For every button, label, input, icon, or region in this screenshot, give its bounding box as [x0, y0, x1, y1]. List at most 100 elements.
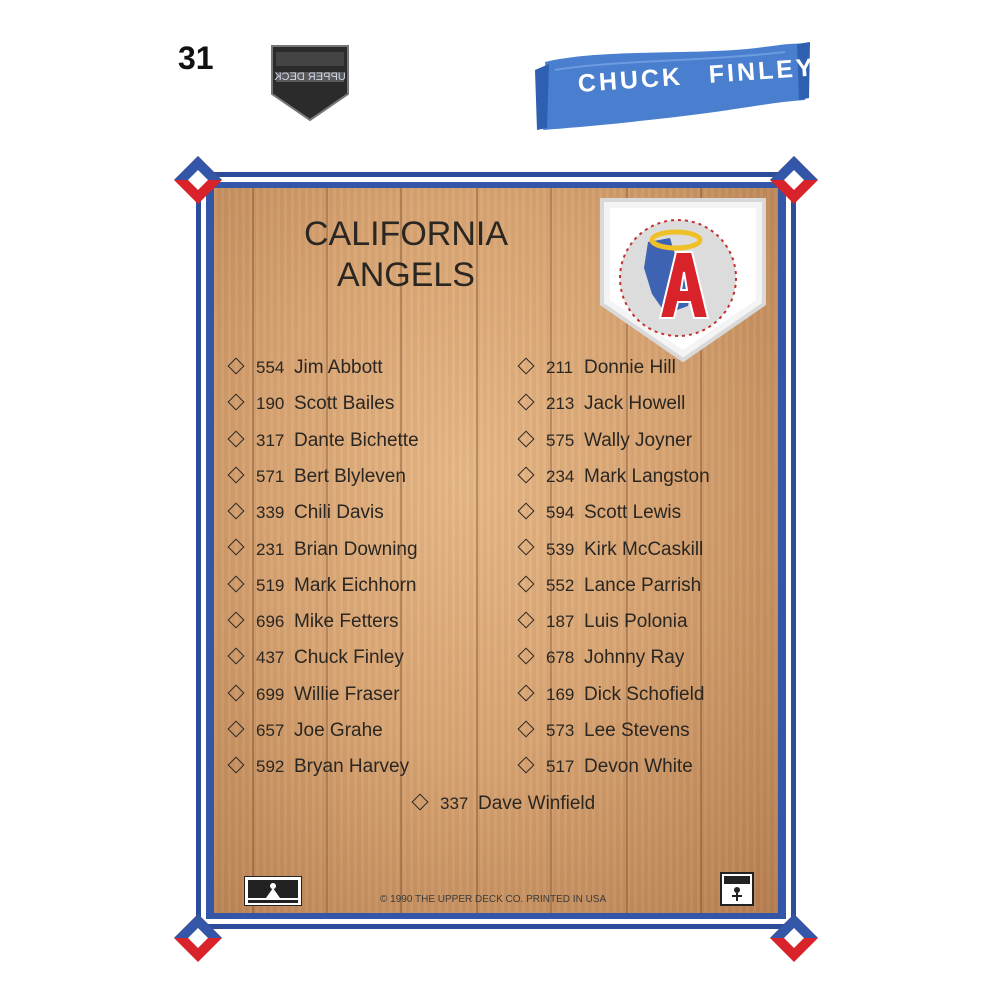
card-num: 517	[546, 757, 575, 777]
card-num: 573	[546, 721, 575, 740]
player: Willie Fraser	[294, 683, 400, 705]
player: Joe Grahe	[294, 720, 383, 741]
player: Dante Bichette	[294, 429, 419, 451]
player: Kirk McCaskill	[584, 538, 704, 560]
roster-entry: 594 Scott Lewis	[517, 502, 682, 530]
svg-text:UPPER DECK: UPPER DECK	[274, 71, 346, 83]
roster-entry: 519 Mark Eichhorn	[227, 574, 417, 603]
diamond-bullet-icon	[227, 720, 245, 738]
roster-entry: 231 Brian Downing	[227, 538, 418, 567]
hologram-icon: UPPER DECK	[271, 45, 349, 122]
roster-entry: 573 Lee Stevens	[517, 720, 690, 748]
diamond-bullet-icon	[517, 575, 535, 593]
player: Donnie Hill	[584, 357, 676, 378]
player: Luis Polonia	[584, 611, 688, 633]
player: Jim Abbott	[294, 357, 383, 378]
angels-logo-icon	[600, 198, 766, 363]
player: Mike Fetters	[294, 611, 399, 633]
diamond-bullet-icon	[517, 466, 535, 484]
roster-entry: 554 Jim Abbott	[227, 357, 383, 385]
diamond-bullet-icon	[517, 647, 535, 665]
roster-entry: 552 Lance Parrish	[517, 574, 702, 603]
diamond-bullet-icon	[227, 756, 245, 774]
player: Devon White	[584, 756, 693, 778]
card-num: 539	[546, 539, 575, 559]
card-num: 231	[256, 539, 285, 559]
team-nickname: ANGELS	[337, 256, 475, 294]
diamond-bullet-icon	[227, 611, 245, 629]
card-num: 554	[256, 358, 285, 377]
diamond-bullet-icon	[227, 538, 245, 556]
card-num: 337	[440, 794, 469, 813]
diamond-bullet-icon	[227, 575, 245, 593]
corner-diamond-icon	[770, 156, 818, 204]
roster-entry: 211 Donnie Hill	[517, 357, 676, 385]
roster-entry: 339 Chili Davis	[227, 502, 384, 530]
roster-entry: 213 Jack Howell	[517, 393, 686, 421]
card-num: 519	[256, 575, 285, 595]
card-num: 213	[546, 394, 575, 414]
roster-entry: 571 Bert Blyleven	[227, 465, 406, 494]
diamond-bullet-icon	[517, 756, 535, 774]
corner-diamond-icon	[174, 914, 222, 962]
diamond-bullet-icon	[517, 611, 535, 629]
roster-entry: 190 Scott Bailes	[227, 393, 395, 421]
player: Scott Lewis	[584, 502, 682, 524]
diamond-bullet-icon	[227, 466, 245, 484]
card-num: 437	[256, 648, 285, 668]
player: Chili Davis	[294, 502, 384, 524]
roster-entry: 699 Willie Fraser	[227, 683, 400, 712]
diamond-bullet-icon	[227, 647, 245, 665]
card-num: 592	[256, 757, 285, 777]
diamond-bullet-icon	[517, 430, 535, 448]
corner-diamond-icon	[770, 914, 818, 962]
card-num: 339	[256, 503, 285, 523]
roster-entry: 187 Luis Polonia	[517, 611, 688, 639]
card-num: 657	[256, 721, 285, 740]
player: Scott Bailes	[294, 393, 395, 415]
diamond-bullet-icon	[517, 538, 535, 556]
diamond-bullet-icon	[227, 357, 245, 375]
roster-entry: 592 Bryan Harvey	[227, 756, 410, 784]
roster-entry: 657 Joe Grahe	[227, 720, 383, 748]
diamond-bullet-icon	[517, 357, 535, 375]
card-num: 190	[256, 394, 285, 414]
roster-entry: 517 Devon White	[517, 756, 693, 784]
card-num: 211	[546, 358, 574, 377]
copyright-text: © 1990 THE UPPER DECK CO. PRINTED IN USA	[380, 894, 607, 905]
diamond-bullet-icon	[411, 793, 429, 811]
roster-entry: 539 Kirk McCaskill	[517, 538, 704, 567]
player: Brian Downing	[294, 538, 418, 560]
player: Lee Stevens	[584, 720, 690, 741]
player: Bryan Harvey	[294, 756, 410, 778]
player: Dave Winfield	[478, 793, 596, 814]
mlb-logo-icon	[244, 876, 302, 906]
card-num: 594	[546, 503, 575, 523]
card-num: 571	[256, 466, 285, 486]
diamond-bullet-icon	[517, 502, 535, 520]
player: Bert Blyleven	[294, 465, 406, 487]
diamond-bullet-icon	[227, 393, 245, 411]
diamond-bullet-icon	[227, 430, 245, 448]
player: Johnny Ray	[584, 647, 685, 669]
card-num: 699	[256, 684, 285, 704]
team-city: CALIFORNIA	[303, 215, 509, 253]
player: Wally Joyner	[584, 429, 693, 451]
player: Chuck Finley	[294, 647, 404, 669]
card-num: 552	[546, 575, 575, 595]
diamond-bullet-icon	[517, 393, 535, 411]
player: Mark Langston	[584, 465, 710, 487]
player: Lance Parrish	[584, 574, 702, 596]
corner-diamond-icon	[174, 156, 222, 204]
card-num: 169	[546, 684, 575, 704]
diamond-bullet-icon	[227, 684, 245, 702]
player: Jack Howell	[584, 393, 686, 415]
team-title: CALIFORNIA ANGELS	[286, 214, 526, 296]
player: Mark Eichhorn	[294, 574, 417, 596]
card-num: 187	[546, 612, 575, 632]
mlbpa-logo-icon	[720, 872, 754, 906]
card-num: 696	[256, 612, 285, 632]
